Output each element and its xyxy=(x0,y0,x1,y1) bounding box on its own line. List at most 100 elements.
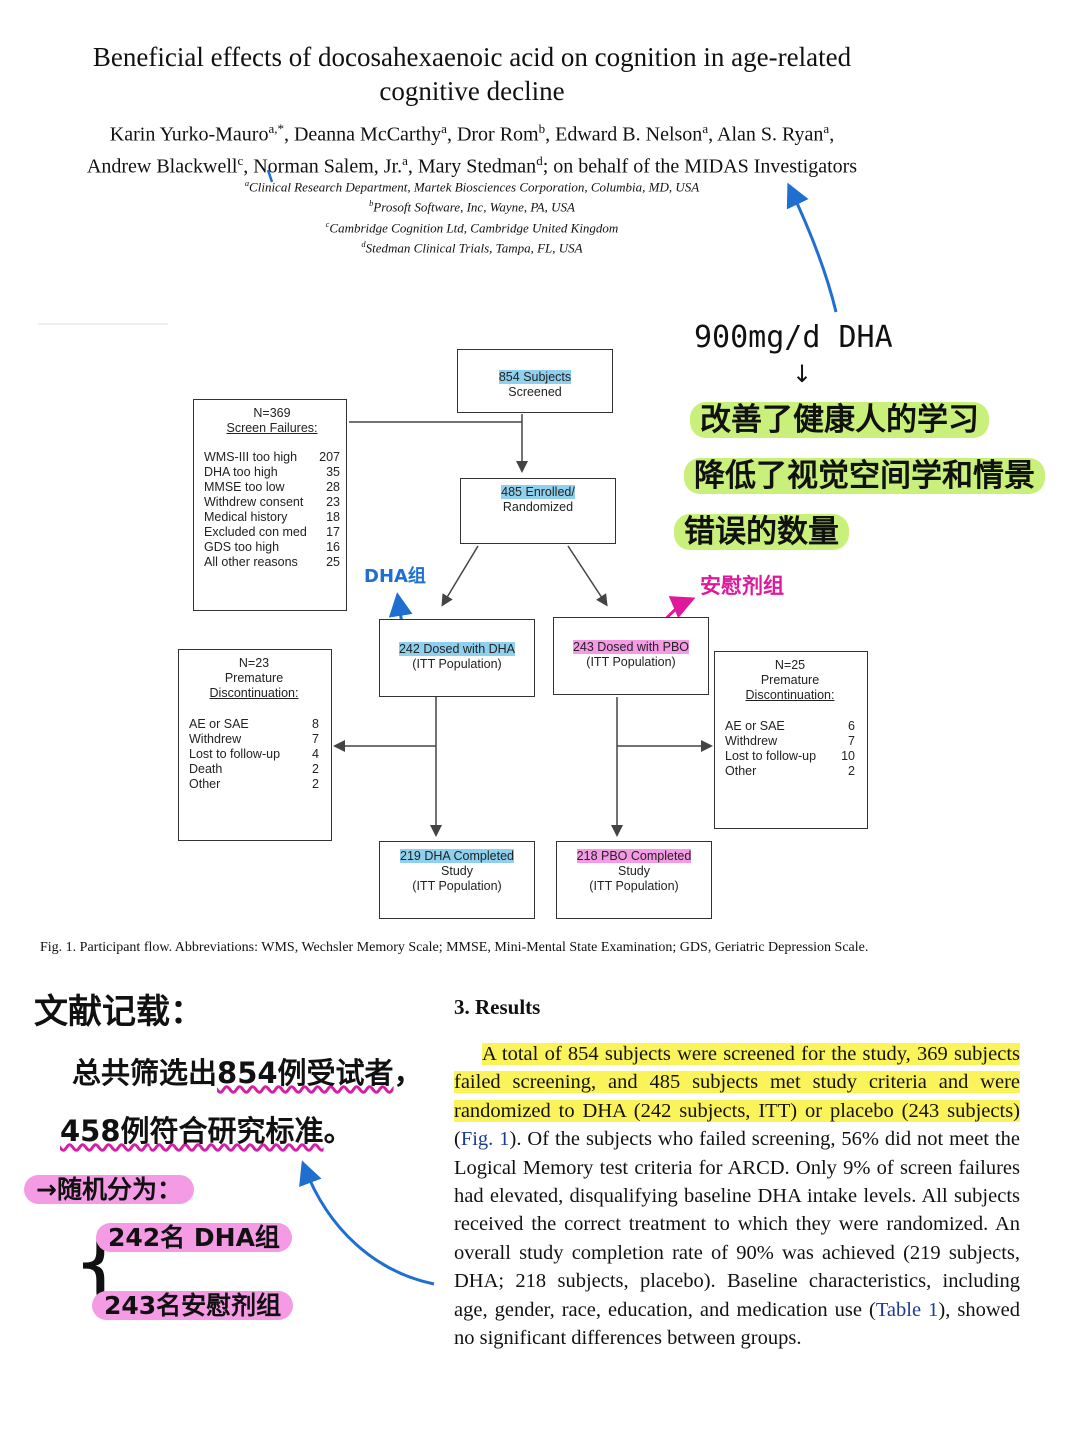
dha-dosed-count: 242 Dosed with DHA xyxy=(398,642,516,656)
author-affiliation-mark: b xyxy=(538,121,546,136)
figure-link[interactable]: Fig. 1 xyxy=(460,1128,510,1151)
dha-completed-box: 219 DHA Completed Study (ITT Population) xyxy=(379,841,535,919)
text-span: ), showed no significant differences bet… xyxy=(454,1298,1020,1350)
note-placebo-group: 安慰剂组 xyxy=(700,574,784,598)
screened-box: 854 Subjects Screened xyxy=(457,349,613,413)
author-name: Dror Rom xyxy=(456,123,539,146)
pbo-completed-box: 218 PBO Completed Study (ITT Population) xyxy=(556,841,712,919)
note-randomized: →随机分为： xyxy=(24,1170,194,1206)
affiliation-mark: a xyxy=(244,178,250,188)
pbo-completed-study: Study xyxy=(618,864,650,878)
dha-completed-count: 219 DHA Completed xyxy=(400,849,514,863)
affiliation: cCambridge Cognition Ltd, Cambridge Unit… xyxy=(40,216,904,236)
author-affiliation-mark: d xyxy=(536,152,543,168)
pbo-completed-count: 218 PBO Completed xyxy=(576,849,692,863)
dha-discontinuation-box: N=23 Premature Discontinuation: AE or SA… xyxy=(178,649,332,841)
note-group-dha: 242名 DHA组 xyxy=(96,1218,292,1254)
affiliation-text: Prosoft Software, Inc, Wayne, PA, USA xyxy=(373,199,575,215)
pbo-completed-population: (ITT Population) xyxy=(589,879,679,893)
author-affiliation-mark: a xyxy=(702,121,709,136)
author-list: Karin Yurko-Mauroa,*, Deanna McCarthya, … xyxy=(86,121,858,178)
author-name: Karin Yurko-Mauro xyxy=(109,123,269,146)
dha-discontinuation-label: Discontinuation: xyxy=(209,686,299,700)
affiliation: bProsoft Software, Inc, Wayne, PA, USA xyxy=(40,195,904,215)
note-record-line2: 458例符合研究标准。 xyxy=(60,1114,353,1148)
note-effect-line3: 错误的数量 xyxy=(674,506,849,551)
dha-discontinuation-n: N=23 xyxy=(238,656,270,670)
pbo-dosed-count: 243 Dosed with PBO xyxy=(572,640,690,654)
affiliation-mark: c xyxy=(325,218,330,229)
affiliation-mark: b xyxy=(369,198,374,209)
author-affiliation-mark: a,* xyxy=(268,121,284,136)
text-span: ). Of the subjects who failed screening,… xyxy=(454,1128,1020,1321)
dha-dosed-box: 242 Dosed with DHA (ITT Population) xyxy=(379,619,535,697)
screened-label: Screened xyxy=(508,385,562,399)
dha-dosed-population: (ITT Population) xyxy=(412,657,502,671)
enrolled-count: 485 Enrolled/ xyxy=(501,485,575,499)
results-heading: 3. Results xyxy=(454,995,541,1019)
note-dose-arrow: ↓ xyxy=(792,360,813,388)
author-name: Norman Salem, Jr. xyxy=(253,155,403,178)
author-affiliation-mark: c xyxy=(237,152,244,168)
enrolled-label: Randomized xyxy=(502,500,574,514)
screened-count: 854 Subjects xyxy=(498,370,572,384)
pbo-discontinuation-box: N=25 Premature Discontinuation: AE or SA… xyxy=(714,651,868,829)
enrolled-box: 485 Enrolled/ Randomized xyxy=(460,478,616,544)
results-paragraph: A total of 854 subjects were screened fo… xyxy=(454,1040,1020,1352)
note-record-title: 文献记载： xyxy=(34,992,204,1032)
pbo-dosed-box: 243 Dosed with PBO (ITT Population) xyxy=(553,617,709,695)
screen-failures-label: Screen Failures: xyxy=(226,421,318,435)
dha-completed-population: (ITT Population) xyxy=(412,879,502,893)
screen-failures-n: N=369 xyxy=(253,406,291,420)
note-dose: 900mg/d DHA xyxy=(694,320,893,355)
affiliation: aClinical Research Department, Martek Bi… xyxy=(40,175,904,195)
figure-caption: Fig. 1. Participant flow. Abbreviations:… xyxy=(40,940,869,955)
affiliation-text: Cambridge Cognition Ltd, Cambridge Unite… xyxy=(329,219,619,235)
author-affiliation-mark: a xyxy=(823,121,830,136)
affiliation-list: aClinical Research Department, Martek Bi… xyxy=(40,175,904,256)
pbo-discontinuation-n: N=25 xyxy=(774,658,806,672)
dha-completed-study: Study xyxy=(441,864,473,878)
note-record-line1: 总共筛选出854例受试者， xyxy=(72,1056,423,1090)
paper-title: Beneficial effects of docosahexaenoic ac… xyxy=(92,42,852,106)
table-link[interactable]: Table 1 xyxy=(875,1298,939,1321)
pbo-dosed-population: (ITT Population) xyxy=(586,655,676,669)
note-effect-line2: 降低了视觉空间学和情景 xyxy=(684,450,1076,495)
author-name: Alan S. Ryan xyxy=(717,123,824,146)
authors-suffix: ; on behalf of the MIDAS Investigators xyxy=(542,155,858,178)
note-effect-line1: 改善了健康人的学习 xyxy=(690,394,989,439)
author-name: Edward B. Nelson xyxy=(555,123,703,146)
text-span: ( xyxy=(454,1128,461,1151)
author-affiliation-mark: a xyxy=(441,121,447,136)
author-name: Deanna McCarthy xyxy=(293,123,442,146)
affiliation-text: Clinical Research Department, Martek Bio… xyxy=(249,179,700,195)
highlighted-sentence: A total of 854 subjects were screened fo… xyxy=(454,1043,1020,1122)
author-name: Mary Stedman xyxy=(417,155,537,178)
affiliation-text: Stedman Clinical Trials, Tampa, FL, USA xyxy=(365,240,583,256)
affiliation-mark: d xyxy=(361,238,366,249)
affiliation: dStedman Clinical Trials, Tampa, FL, USA xyxy=(40,236,904,256)
dha-discontinuation-premature: Premature xyxy=(224,671,284,685)
pbo-discontinuation-label: Discontinuation: xyxy=(745,688,835,702)
note-dha-group: DHA组 xyxy=(364,566,426,587)
